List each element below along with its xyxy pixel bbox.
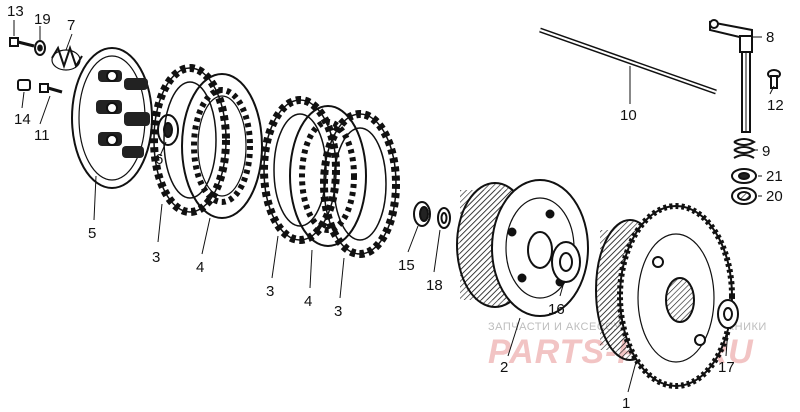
callout-4-middle: 4	[304, 293, 312, 310]
clutch-outer	[595, 203, 735, 389]
callout-21: 21	[766, 168, 783, 185]
callout-11: 11	[34, 127, 50, 144]
callout-19: 19	[34, 11, 51, 28]
callout-10: 10	[620, 107, 637, 124]
oil-seal	[731, 168, 757, 184]
callout-3-right: 3	[334, 303, 342, 320]
callout-17: 17	[718, 359, 735, 376]
hardware-washer-19	[34, 40, 46, 56]
clutch-center	[456, 179, 589, 317]
thrust-washer	[437, 207, 451, 229]
callout-labels: 13 19 7 8 10 12 14 11 6 9 21 20 5 3 4 3 …	[7, 3, 784, 412]
hardware-pin-11	[39, 83, 63, 94]
callout-4-left: 4	[196, 259, 204, 276]
callout-18: 18	[426, 277, 443, 294]
bolt-12	[767, 69, 781, 89]
callout-15: 15	[398, 257, 415, 274]
callout-3-middle: 3	[266, 283, 274, 300]
callout-3-left: 3	[152, 249, 160, 266]
clutch-spring-7	[51, 44, 83, 71]
pressure-plate	[71, 47, 153, 189]
callout-12: 12	[767, 97, 784, 114]
lifter-arm	[709, 19, 753, 133]
hardware-bolt-13	[9, 37, 35, 48]
lifter-spring	[733, 138, 756, 159]
clutch-plate-middle	[289, 105, 367, 247]
friction-disk-left	[150, 64, 230, 216]
callout-6: 6	[155, 151, 163, 168]
lock-washer	[551, 241, 581, 283]
callout-1: 1	[622, 395, 630, 412]
callout-13: 13	[7, 3, 24, 20]
friction-disk-middle-2	[320, 110, 400, 258]
callout-2: 2	[500, 359, 508, 376]
callout-8: 8	[766, 29, 774, 46]
callout-20: 20	[766, 188, 783, 205]
outer-washer	[717, 299, 739, 329]
leader-lines	[13, 20, 775, 393]
collar	[413, 201, 431, 227]
callout-7: 7	[67, 17, 75, 34]
clutch-plate-left	[181, 73, 263, 219]
callout-9: 9	[762, 143, 770, 160]
callout-5: 5	[88, 225, 96, 242]
callout-14: 14	[14, 111, 31, 128]
lifter-rod	[539, 27, 717, 95]
callout-16: 16	[548, 301, 565, 318]
lifter-bearing	[157, 114, 179, 146]
lifter-bearing-20	[731, 187, 757, 205]
hardware-nut-14	[17, 79, 31, 91]
